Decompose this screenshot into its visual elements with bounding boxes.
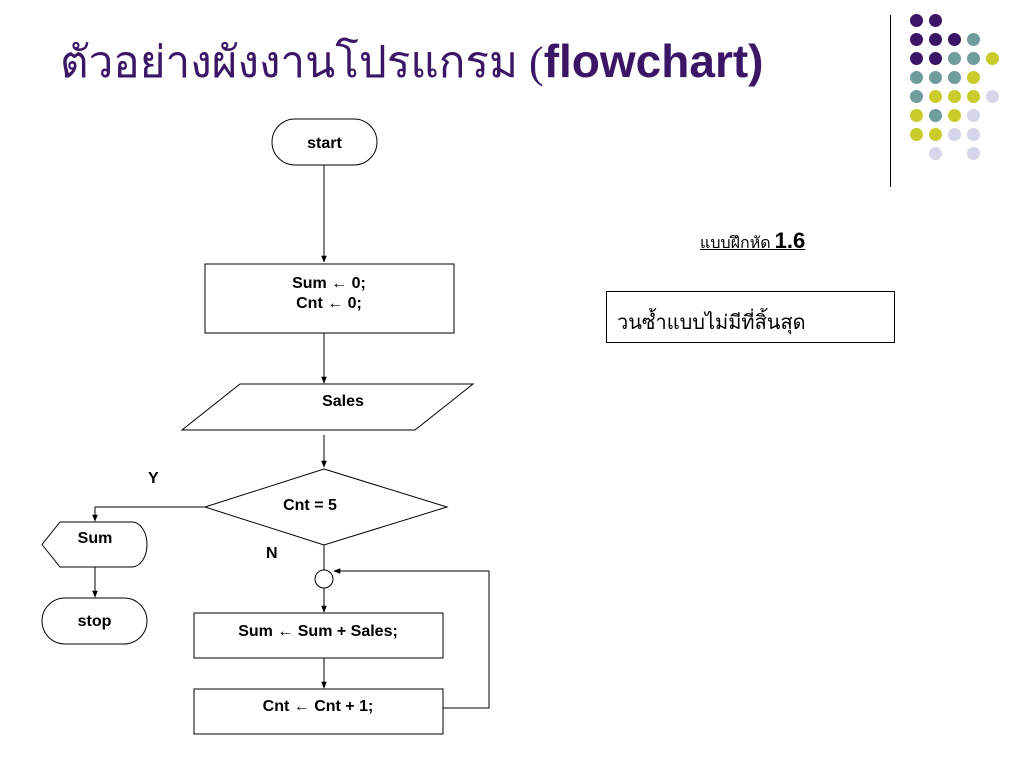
decision-label: Cnt = 5	[283, 497, 337, 514]
decorative-dot	[948, 128, 961, 141]
decorative-dot	[929, 128, 942, 141]
decorative-dot	[929, 14, 942, 27]
decorative-dot	[986, 52, 999, 65]
decorative-dot	[986, 90, 999, 103]
init-line-1: Sum ← 0;	[292, 275, 366, 292]
no-label: N	[266, 545, 278, 562]
decorative-dot	[929, 71, 942, 84]
exercise-text: แบบฝึกหัด	[700, 235, 775, 252]
start-terminator: start	[271, 118, 378, 166]
slide-title: ตัวอย่างผังงานโปรแกรม (flowchart)	[60, 38, 763, 85]
step1-label: Sum ← Sum + Sales;	[238, 623, 398, 640]
decorative-dot	[967, 109, 980, 122]
decorative-dot	[948, 33, 961, 46]
input-label: Sales	[322, 393, 364, 410]
output-sum-display: Sum	[41, 521, 148, 568]
decorative-dot	[948, 90, 961, 103]
title-english: flowchart)	[543, 35, 764, 87]
decorative-dot-grid	[910, 14, 1010, 164]
decorative-dot	[910, 33, 923, 46]
init-process-box: Sum ← 0; Cnt ← 0;	[204, 263, 455, 334]
decorative-dot	[929, 109, 942, 122]
start-label: start	[307, 135, 342, 152]
step2-process-box: Cnt ← Cnt + 1;	[193, 688, 444, 735]
arrow-yes-to-output	[92, 506, 205, 522]
decorative-dot	[967, 147, 980, 160]
output-label: Sum	[78, 530, 113, 547]
exercise-label: แบบฝึกหัด 1.6	[700, 228, 805, 256]
decorative-dot	[967, 71, 980, 84]
stop-label: stop	[78, 613, 112, 630]
decorative-dot	[910, 128, 923, 141]
decorative-dot	[948, 52, 961, 65]
decorative-dot	[929, 33, 942, 46]
decorative-dot	[929, 147, 942, 160]
decorative-dot	[910, 14, 923, 27]
decorative-dot	[967, 128, 980, 141]
decorative-dot	[967, 33, 980, 46]
step2-label: Cnt ← Cnt + 1;	[263, 698, 374, 715]
init-line-2: Cnt ← 0;	[296, 295, 362, 312]
decorative-dot	[967, 52, 980, 65]
stop-terminator: stop	[41, 597, 148, 645]
decision-diamond: Cnt = 5	[203, 468, 449, 546]
decorative-dot	[967, 90, 980, 103]
note-text: วนซ้ำแบบไม่มีที่สิ้นสุด	[617, 312, 806, 334]
note-box: วนซ้ำแบบไม่มีที่สิ้นสุด	[606, 291, 895, 343]
input-sales-parallelogram: Sales	[180, 383, 475, 431]
decorative-dot	[910, 109, 923, 122]
decorative-dot	[929, 90, 942, 103]
title-thai: ตัวอย่างผังงานโปรแกรม (	[60, 38, 544, 87]
step1-process-box: Sum ← Sum + Sales;	[193, 612, 444, 659]
decorative-dot	[910, 71, 923, 84]
decorative-dot	[910, 90, 923, 103]
yes-label: Y	[148, 470, 159, 487]
decorative-dot	[929, 52, 942, 65]
divider-line	[890, 15, 891, 187]
decorative-dot	[948, 109, 961, 122]
exercise-number: 1.6	[774, 228, 806, 253]
connector-circle	[314, 569, 334, 589]
decorative-dot	[948, 71, 961, 84]
arrow-loop-back	[333, 568, 490, 709]
decorative-dot	[910, 52, 923, 65]
